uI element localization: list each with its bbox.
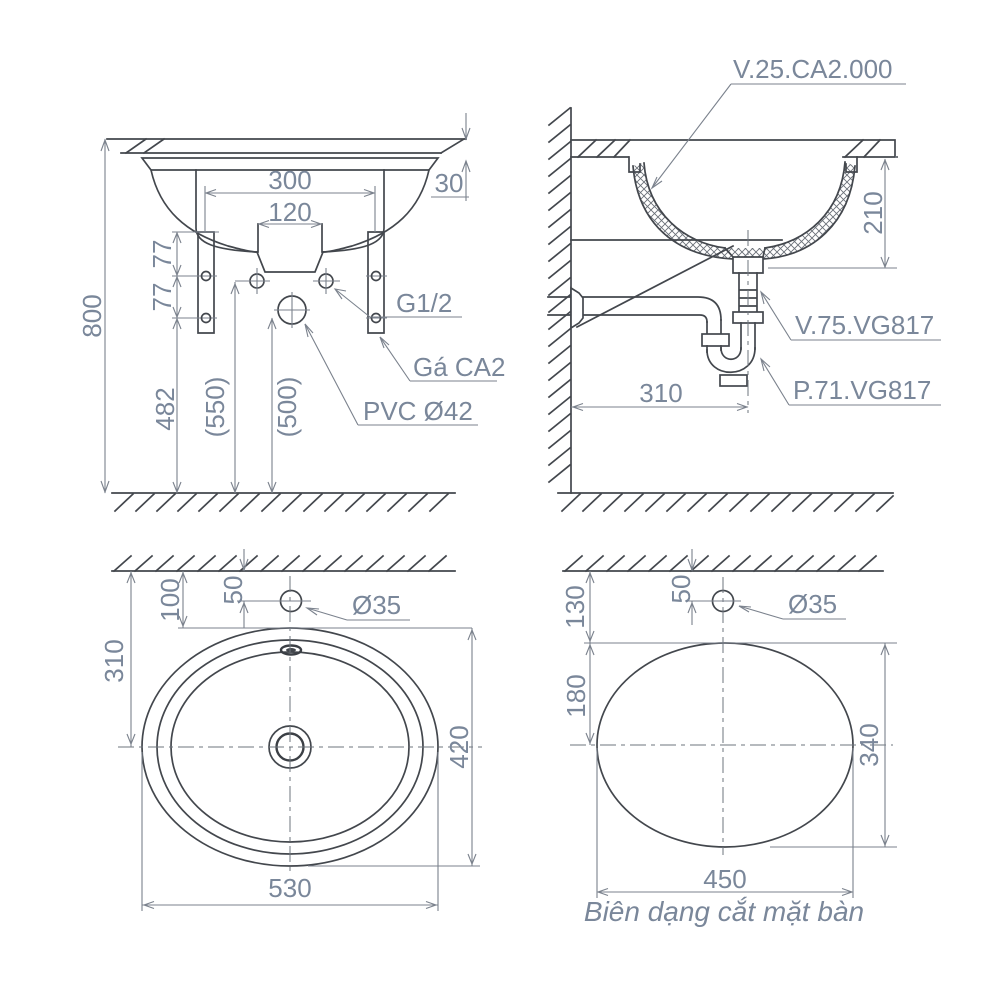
dim-210: 210 <box>858 191 888 234</box>
overflow-hole <box>279 644 303 656</box>
label-hole-d35-cut: Ø35 <box>788 589 837 619</box>
wall-anchor-flange <box>570 286 584 330</box>
bracket-right <box>367 231 385 334</box>
side-geometry <box>547 106 898 513</box>
dim-77-upper: 77 <box>147 240 177 269</box>
drain-boss-front <box>255 250 325 273</box>
plan-texts: 100 50 310 420 530 Ø35 <box>99 576 474 903</box>
dim-530: 530 <box>268 873 311 903</box>
side-dimensions <box>571 83 941 413</box>
dim-500: (500) <box>272 377 302 438</box>
front-texts: 800 77 77 482 (550) (500) 300 120 30 G1/… <box>77 165 506 437</box>
dim-420: 420 <box>444 725 474 768</box>
dim-50-cut: 50 <box>666 575 696 604</box>
dim-482: 482 <box>150 387 180 430</box>
trap-nut-left <box>701 333 730 347</box>
dim-50-plan: 50 <box>218 576 248 605</box>
dim-100: 100 <box>155 578 185 621</box>
caption-cut-profile: Biên dạng cắt mặt bàn <box>584 896 864 927</box>
label-trap-p71vg817: P.71.VG817 <box>793 375 931 405</box>
dim-300: 300 <box>268 165 311 195</box>
overflow-hole-slot <box>286 648 296 652</box>
dim-180: 180 <box>561 674 591 717</box>
p-trap-u-bend <box>706 347 756 373</box>
front-geometry <box>106 137 467 513</box>
dim-30: 30 <box>435 168 464 198</box>
plan-dimensions <box>118 549 482 911</box>
plan-view: 100 50 310 420 530 Ø35 <box>99 549 482 911</box>
dim-310-plan: 310 <box>99 639 129 682</box>
side-section-view: V.25.CA2.000 210 310 V.75.VG817 P.71.VG8… <box>547 54 941 513</box>
dim-130: 130 <box>560 585 590 628</box>
dim-340: 340 <box>854 723 884 766</box>
trap-cleanout-nut <box>719 374 748 387</box>
dim-450: 450 <box>703 864 746 894</box>
label-model-v25ca2000: V.25.CA2.000 <box>733 54 893 84</box>
label-thread-g12: G1/2 <box>396 288 452 318</box>
cut-texts: 130 50 180 340 450 Ø35 Biên dạng cắt mặt… <box>560 575 884 927</box>
side-texts: V.25.CA2.000 210 310 V.75.VG817 P.71.VG8… <box>639 54 934 408</box>
dim-120: 120 <box>268 197 311 227</box>
cutout-profile-view: 130 50 180 340 450 Ø35 Biên dạng cắt mặt… <box>560 549 897 927</box>
dim-310-side: 310 <box>639 378 682 408</box>
dim-77-lower: 77 <box>147 283 177 312</box>
label-hole-d35-plan: Ø35 <box>352 590 401 620</box>
ceramic-wall-hatch <box>633 162 855 259</box>
cut-dimensions <box>570 549 897 898</box>
front-dimensions <box>100 113 497 494</box>
dim-800: 800 <box>77 294 107 337</box>
label-bracket-ga-ca2: Gá CA2 <box>413 352 506 382</box>
dim-550: (550) <box>200 377 230 438</box>
label-drain-pvc42: PVC Ø42 <box>363 396 473 426</box>
label-valve-v75vg817: V.75.VG817 <box>795 310 934 340</box>
front-elevation-view: 800 77 77 482 (550) (500) 300 120 30 G1/… <box>77 113 506 513</box>
